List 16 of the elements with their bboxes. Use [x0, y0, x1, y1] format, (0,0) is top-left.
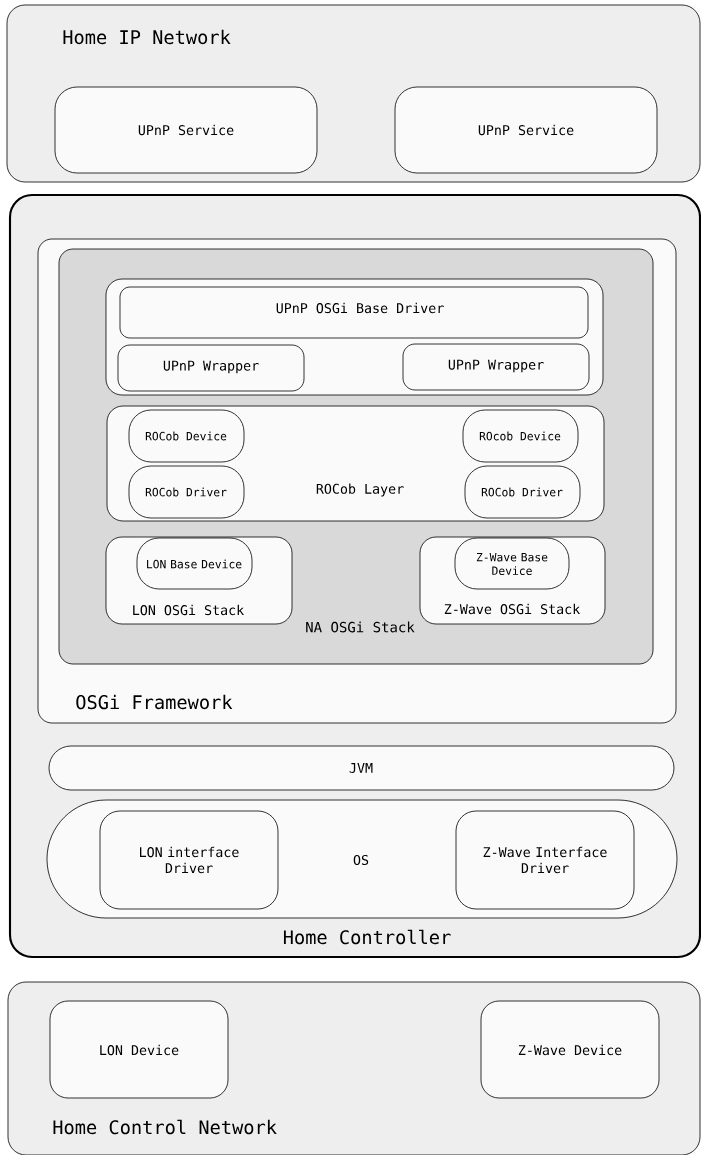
service-box: UPnP Service	[54, 86, 318, 174]
wrapper-box: UPnP Wrapper	[402, 343, 590, 391]
device-box: ROcob Device	[462, 409, 579, 463]
driver-box: Z-Wave Interface Driver	[455, 810, 635, 910]
device-box: Z-Wave Device	[480, 1000, 660, 1099]
runtime-bar: JVM	[48, 745, 675, 791]
device-box: Z-Wave Base Device	[454, 537, 570, 590]
driver-box: LON interface Driver	[99, 810, 279, 910]
driver-box: ROCob Driver	[464, 465, 581, 519]
service-box: UPnP Service	[394, 86, 658, 174]
wrapper-box: UPnP Wrapper	[117, 344, 305, 392]
device-box: LON Base Device	[136, 537, 253, 590]
device-box: ROCob Device	[128, 409, 245, 463]
driver-box: UPnP OSGi Base Driver	[119, 286, 589, 339]
device-box: LON Device	[49, 1000, 229, 1099]
driver-box: ROCob Driver	[128, 465, 245, 519]
